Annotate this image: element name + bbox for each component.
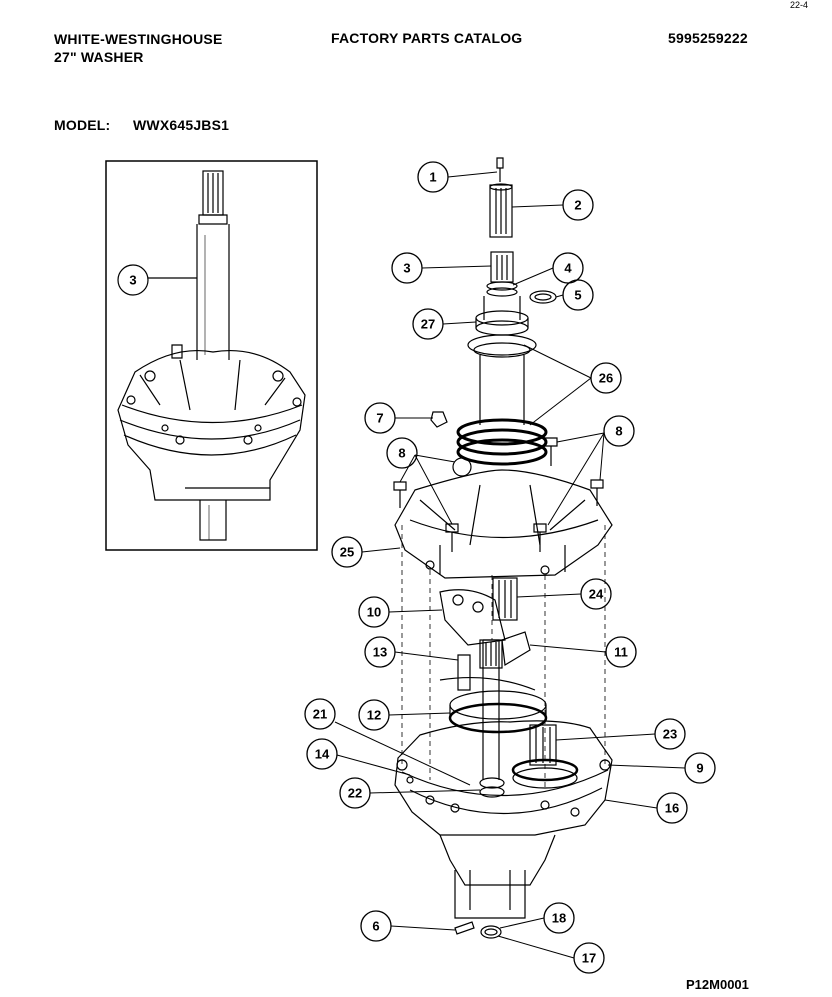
page-reference: P12M0001 [686, 977, 749, 992]
inset-assembly-drawing [105, 160, 318, 551]
catalog-title: FACTORY PARTS CATALOG [331, 30, 523, 46]
callout-27: 27 [421, 317, 435, 332]
callout-3-inset: 3 [129, 273, 136, 288]
callout-2: 2 [574, 198, 581, 213]
callout-23: 23 [663, 727, 677, 742]
callout-16: 16 [665, 801, 679, 816]
callout-24: 24 [589, 587, 604, 602]
callout-1: 1 [429, 170, 436, 185]
callout-12: 12 [367, 708, 381, 723]
callout-5: 5 [574, 288, 581, 303]
model-label: MODEL: [54, 117, 111, 133]
callout-6: 6 [372, 919, 379, 934]
brand-line-2: 27" WASHER [54, 49, 144, 65]
callout-18: 18 [552, 911, 566, 926]
callout-4: 4 [564, 261, 572, 276]
callout-3: 3 [403, 261, 410, 276]
brand-line-1: WHITE-WESTINGHOUSE [54, 31, 223, 47]
model-value: WWX645JBS1 [133, 117, 230, 133]
callout-10: 10 [367, 605, 381, 620]
callout-leaders [334, 171, 686, 959]
callout-8-left: 8 [398, 446, 405, 461]
callout-bubbles [304, 161, 716, 974]
callout-17: 17 [582, 951, 596, 966]
callout-13: 13 [373, 645, 387, 660]
callout-14: 14 [315, 747, 330, 762]
catalog-part-number: 5995259222 [668, 30, 748, 46]
main-exploded-drawing [393, 157, 613, 939]
callout-11: 11 [614, 645, 628, 660]
callout-25: 25 [340, 545, 354, 560]
corner-mark: 22-4 [790, 0, 809, 10]
callout-21: 21 [313, 707, 327, 722]
callout-9: 9 [696, 761, 703, 776]
callout-7: 7 [376, 411, 383, 426]
callout-22: 22 [348, 786, 362, 801]
callout-8-right: 8 [615, 424, 622, 439]
callout-26: 26 [599, 371, 613, 386]
brand-header: WHITE-WESTINGHOUSE 27" WASHER [54, 30, 222, 66]
